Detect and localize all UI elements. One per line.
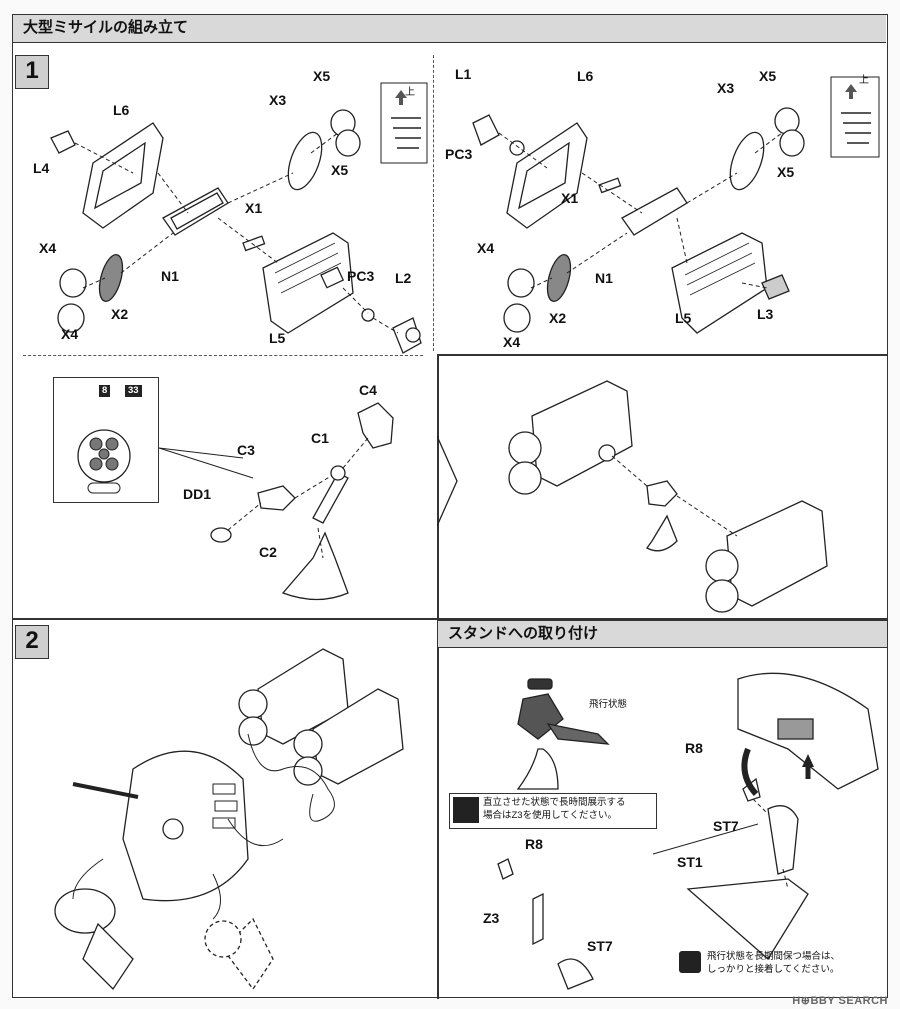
part-label-L4: L4 [33, 160, 50, 176]
section-header: 大型ミサイルの組み立て [13, 15, 886, 43]
paint-code-33: 33 [125, 385, 142, 397]
part-label-C4: C4 [359, 382, 377, 398]
step-2-number: 2 [15, 625, 49, 659]
part-label-PC3: PC3 [347, 268, 375, 284]
part-label-X1: X1 [245, 200, 263, 216]
part-label-X3-right: X3 [717, 80, 735, 96]
part-label-Z3: Z3 [483, 910, 500, 926]
stand-section-title: スタンドへの取り付け [448, 625, 599, 642]
stand-drawing [497, 672, 879, 990]
part-label-X2-right: X2 [549, 310, 567, 326]
part-label-PC3-right: PC3 [445, 146, 473, 162]
part-label-X5-right-bottom: X5 [777, 164, 795, 180]
step2-drawing [54, 648, 404, 991]
part-label-R8-right: R8 [685, 740, 703, 756]
watermark: H⊕BBY SEARCH [792, 995, 888, 1007]
step2-vertical-rule [437, 618, 439, 999]
instruction-sheet: 大型ミサイルの組み立て 1 [12, 14, 888, 999]
upright-note-icon [453, 797, 479, 823]
up-indicator-left: 上 [405, 87, 415, 98]
part-label-ST7-right: ST7 [713, 818, 739, 834]
glue-note-icon [679, 951, 701, 973]
section-title: 大型ミサイルの組み立て [23, 19, 189, 36]
step1-right-rule [437, 354, 887, 356]
part-label-L2: L2 [395, 270, 412, 286]
up-indicator-right: 上 [859, 75, 869, 86]
part-label-X5-bottom: X5 [331, 162, 349, 178]
upright-note-line-2: 場合はZ3を使用してください。 [483, 810, 618, 821]
step1-right-drawing [472, 76, 880, 334]
glue-note-line-1: 飛行状態を長期間保つ場合は、 [707, 951, 841, 962]
part-label-ST1: ST1 [677, 854, 703, 870]
part-label-C3: C3 [237, 442, 255, 458]
part-label-X5-top: X5 [313, 68, 331, 84]
paint-code-8: 8 [99, 385, 111, 397]
step1-left-drawing [50, 82, 428, 354]
part-label-R8-left: R8 [525, 836, 543, 852]
part-label-N1-right: N1 [595, 270, 613, 286]
step1-bottom-rule [13, 618, 887, 620]
part-label-X4-right-bottom: X4 [503, 334, 521, 350]
upright-note-box [449, 793, 657, 829]
stand-arm-drawing [158, 402, 394, 601]
part-label-L5: L5 [269, 330, 286, 346]
part-label-DD1: DD1 [183, 486, 212, 502]
part-label-L5-right: L5 [675, 310, 692, 326]
part-label-ST7-left: ST7 [587, 938, 613, 954]
part-label-X3: X3 [269, 92, 287, 108]
flight-state-label: 飛行状態 [589, 699, 628, 710]
paint-inset-box [53, 377, 159, 503]
part-label-L6-right: L6 [577, 68, 594, 84]
upright-note-line-1: 直立させた状態で長時間展示する [483, 797, 626, 808]
part-label-X1-right: X1 [561, 190, 579, 206]
part-label-L1: L1 [455, 66, 472, 82]
part-label-X4-right-top: X4 [477, 240, 495, 256]
part-label-C1: C1 [311, 430, 329, 446]
step-1-number: 1 [15, 55, 49, 89]
part-label-X4-top: X4 [39, 240, 57, 256]
step1-vertical-divider [433, 55, 434, 351]
part-label-X5-right-top: X5 [759, 68, 777, 84]
part-label-L6: L6 [113, 102, 130, 118]
step1-result-drawing [437, 380, 828, 613]
part-label-L3: L3 [757, 306, 774, 322]
step1-sub-vertical-rule [437, 354, 439, 618]
part-label-N1: N1 [161, 268, 179, 284]
joint-diagram [77, 429, 131, 494]
part-label-X2: X2 [111, 306, 129, 322]
stand-section-header: スタンドへの取り付け [438, 620, 887, 648]
part-label-C2: C2 [259, 544, 277, 560]
step1-horizontal-divider [23, 355, 423, 356]
part-label-X4-bottom: X4 [61, 326, 79, 342]
glue-note-line-2: しっかりと接着してください。 [707, 964, 840, 975]
